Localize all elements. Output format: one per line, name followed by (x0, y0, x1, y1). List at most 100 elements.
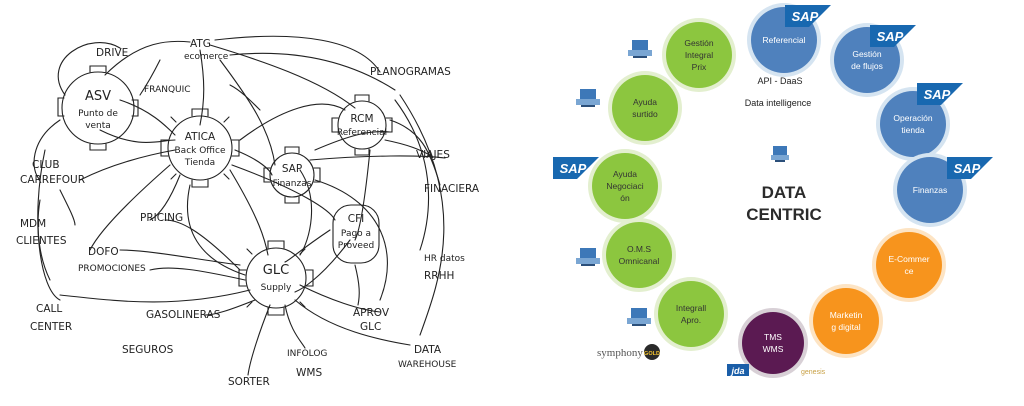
label-center: CENTER (30, 321, 72, 333)
sap-logo: SAP (553, 157, 599, 179)
server-icon (576, 89, 600, 107)
sketch-node-labels: ASV Punto de venta ATICA Back Office Tie… (78, 89, 387, 293)
atica-node (160, 108, 240, 188)
module-circle-label: Ayuda (613, 169, 637, 179)
module-circle-label: Operación (893, 113, 932, 123)
module-circle-label: Integral (685, 50, 713, 60)
module-circle-label: TMS (764, 332, 782, 342)
module-circle-label: Prix (692, 62, 707, 72)
sap-logo: SAP (785, 5, 831, 27)
server-icon (627, 308, 651, 326)
module-circle-label: O.M.S (627, 244, 651, 254)
server-icon (628, 40, 652, 58)
rcm-title: RCM (350, 113, 373, 125)
atica-line2: Back Office (175, 146, 226, 156)
module-circle-disk (742, 312, 804, 374)
label-sorter: SORTER (228, 376, 270, 388)
module-circle-disk (612, 75, 678, 141)
sketch-free-labels: DRIVE ATG ecomerce FRANQUIC PLANOGRAMAS … (16, 38, 480, 388)
module-circle-label: Gestión (852, 49, 882, 59)
module-circle-ayuda-surtido: Ayuda surtido (608, 71, 682, 145)
label-wms: WMS (296, 367, 322, 379)
module-circle-label: ón (620, 193, 630, 203)
label-clientes: CLIENTES (16, 235, 67, 247)
svg-text:jda: jda (730, 366, 744, 376)
svg-text:symphony: symphony (597, 347, 643, 359)
label-hr-datos: HR datos (424, 254, 465, 264)
module-circle-disk (606, 222, 672, 288)
module-circle-label: Negociaci (606, 181, 643, 191)
atica-line3: Tienda (184, 158, 215, 168)
module-circle-label: WMS (763, 344, 784, 354)
module-circle-label: de flujos (851, 61, 883, 71)
label-planogramas: PLANOGRAMAS (370, 66, 451, 78)
module-circle-label: E-Commer (888, 254, 929, 264)
label-viajes: VIAJES (416, 149, 450, 161)
module-circle-finanzas: Finanzas (893, 153, 967, 227)
glc-line2: Supply (261, 283, 292, 293)
sap-logo: SAP (870, 25, 916, 47)
label-pricing: PRICING (140, 212, 183, 224)
label-aprov-sub: GLC (360, 321, 381, 333)
svg-text:SAP: SAP (877, 29, 904, 44)
sap-logo: SAP (947, 157, 993, 179)
module-circle-label: Marketin (830, 310, 863, 320)
module-circle-disk (666, 22, 732, 88)
module-circle-label: Ayuda (633, 97, 657, 107)
hand-sketch-diagram (33, 35, 446, 376)
sap-line2: Finanzas (273, 179, 312, 189)
module-circle-label: ce (905, 266, 914, 276)
module-circle-label: Finanzas (913, 185, 948, 195)
module-circle-label: surtido (632, 109, 658, 119)
svg-text:SAP: SAP (560, 161, 587, 176)
label-warehouse: WAREHOUSE (398, 360, 457, 370)
label-dofo: DOFO (88, 246, 119, 258)
api-daas-text: API - DaaS (757, 76, 802, 86)
label-infolog: INFOLOG (287, 349, 327, 359)
module-circle-label: Integrall (676, 303, 706, 313)
label-franquic: FRANQUIC (144, 85, 191, 95)
cfi-title: CFI (348, 213, 364, 225)
label-drive: DRIVE (96, 47, 128, 59)
label-promociones: PROMOCIONES (78, 264, 146, 274)
svg-text:GOLD: GOLD (644, 351, 660, 357)
center-title-line1: DATA (762, 183, 807, 202)
server-icon (576, 248, 600, 266)
data-centric-diagram: DATA CENTRIC API - DaaS Data intelligenc… (553, 3, 993, 378)
module-circle-ecommerce: E-Commer ce (872, 228, 946, 302)
label-financiera: FINACIERA (424, 183, 480, 195)
asv-line2: Punto de (78, 109, 118, 119)
asv-line3: venta (85, 121, 111, 131)
module-circle-disk (592, 153, 658, 219)
label-atg: ATG (190, 38, 211, 50)
svg-text:genesis: genesis (801, 369, 826, 376)
module-circle-tms-wms: TMS WMS (738, 308, 808, 378)
cfi-line3: Proveed (338, 241, 374, 251)
label-call: CALL (36, 303, 62, 315)
module-circle-disk (880, 91, 946, 157)
cfi-line2: Pago a (341, 229, 371, 239)
svg-text:SAP: SAP (792, 9, 819, 24)
module-circle-disk (876, 232, 942, 298)
module-circle-disk (897, 157, 963, 223)
label-data: DATA (414, 344, 442, 356)
jda-logo: jda (727, 364, 749, 376)
symphony-gold-logo: symphony GOLD (597, 344, 660, 360)
cfi-node (332, 204, 380, 264)
asv-title: ASV (85, 89, 111, 104)
sap-logo: SAP (917, 83, 963, 105)
svg-text:SAP: SAP (954, 161, 981, 176)
label-atg-sub: ecomerce (184, 52, 229, 62)
label-club: CLUB (32, 159, 60, 171)
glc-title: GLC (263, 263, 289, 278)
label-rrhh: RRHH (424, 270, 454, 282)
module-circle-label: Omnicanal (619, 256, 660, 266)
rcm-node (331, 94, 393, 156)
svg-text:SAP: SAP (924, 87, 951, 102)
